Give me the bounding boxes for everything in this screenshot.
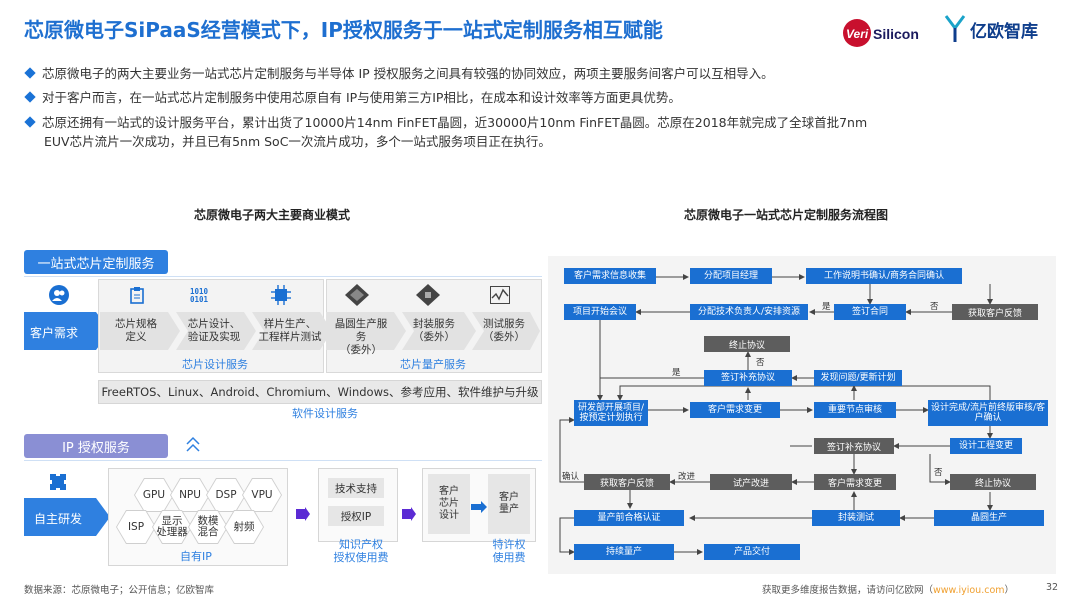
flow-node-rd-execute: 研发部开展项目/按预定计划执行: [574, 400, 648, 426]
right-chart-title: 芯原微电子一站式芯片定制服务流程图: [684, 208, 889, 222]
step-spec-definition: 芯片规格 定义: [115, 318, 157, 343]
flow-node-milestone-review: 重要节点审核: [814, 402, 896, 418]
flow-label-no: 否: [934, 468, 943, 478]
customer-need-arrow: [24, 312, 110, 350]
footer-source: 数据来源：芯原微电子；公开信息；亿欧智库: [24, 585, 215, 596]
license-ip-box: 授权IP: [328, 506, 384, 526]
flow-node-collect-requirements: 客户需求信息收集: [564, 268, 656, 284]
yiou-logo-icon: [944, 15, 966, 42]
footer-url-link[interactable]: www.iyiou.com: [933, 585, 1005, 596]
flow-label-confirm: 确认: [562, 472, 580, 482]
package-icon: [416, 284, 440, 310]
flow-node-terminate-2: 终止协议: [950, 474, 1036, 490]
purple-arrow-icon: [402, 506, 416, 525]
customer-need-label: 客户需求: [30, 326, 79, 340]
flow-label-no: 否: [930, 302, 939, 312]
step-chevrons: [100, 312, 540, 354]
svg-text:1010: 1010: [190, 287, 209, 296]
flow-node-requirement-change-1: 客户需求变更: [690, 402, 780, 418]
flow-node-find-issue: 发现问题/更新计划: [814, 370, 902, 386]
flow-node-customer-feedback-2: 获取客户反馈: [584, 474, 670, 490]
bullet-3: 芯原还拥有一站式的设计服务平台，累计出货了10000片14nm FinFET晶圆…: [24, 113, 868, 133]
bullet-1: 芯原微电子的两大主要业务一站式芯片定制服务与半导体 IP 授权服务之间具有较强的…: [24, 64, 774, 84]
bullet-text: 芯原微电子的两大主要业务一站式芯片定制服务与半导体 IP 授权服务之间具有较强的…: [42, 66, 774, 81]
svg-text:0101: 0101: [190, 295, 209, 303]
flow-node-sow-confirm: 工作说明书确认/商务合同确认: [806, 268, 962, 284]
footer-more-text: 获取更多维度报告数据，请访问亿欧网（: [762, 585, 934, 596]
yiou-logo: 亿欧智库: [944, 14, 1038, 44]
bullet-2: 对于客户而言，在一站式芯片定制服务中使用芯原自有 IP与使用第三方IP相比，在成…: [24, 88, 681, 108]
flow-node-sign-contract: 签订合同: [834, 304, 906, 320]
section-divider: [24, 460, 542, 461]
step-testing: 测试服务 （委外）: [483, 318, 525, 343]
page-title: 芯原微电子SiPaaS经营模式下，IP授权服务于一站式定制服务相互赋能: [24, 18, 663, 42]
software-stack-bar: FreeRTOS、Linux、Android、Chromium、Windows、…: [98, 380, 542, 404]
flow-label-no: 否: [756, 358, 765, 368]
person-group-icon: [48, 284, 70, 310]
page-number: 32: [1046, 582, 1059, 593]
flow-label-yes: 是: [672, 368, 681, 378]
flow-node-assign-tech-lead: 分配技术负责人/安排资源: [690, 304, 808, 320]
bullet-3-continuation: EUV芯片流片一次成功，并且已有5nm SoC一次流片成功，多个一站式服务项目正…: [44, 134, 551, 149]
software-service-label: 软件设计服务: [292, 407, 358, 420]
flow-node-design-eco: 设计工程变更: [950, 438, 1022, 454]
royalty-label: 特许权 使用费: [492, 538, 526, 564]
flow-label-improve: 改进: [678, 472, 696, 482]
flow-node-trial-improve: 试产改进: [710, 474, 792, 490]
step-design-verify: 芯片设计、 验证及实现: [187, 318, 241, 343]
self-dev-arrow: [24, 498, 110, 536]
hex-isp: ISP: [116, 510, 156, 544]
bullet-text: 芯原还拥有一站式的设计服务平台，累计出货了10000片14nm FinFET晶圆…: [42, 115, 868, 130]
customer-mass-box: 客户 量产: [488, 474, 530, 534]
arrow-right-icon: [471, 498, 487, 517]
flow-label-yes: 是: [822, 302, 831, 312]
flow-node-package-test: 封装测试: [812, 510, 900, 526]
flow-node-wafer-production: 晶圆生产: [934, 510, 1044, 526]
customer-chip-design-box: 客户 芯片 设计: [428, 474, 470, 534]
flow-node-supplement-1: 签订补充协议: [704, 370, 792, 386]
clipboard-icon: [128, 286, 146, 308]
chip-mass-service-label: 芯片量产服务: [400, 358, 466, 371]
flow-node-delivery: 产品交付: [704, 544, 800, 560]
purple-arrow-icon: [296, 506, 310, 525]
flow-node-requirement-change-2: 客户需求变更: [814, 474, 896, 490]
tech-support-box: 技术支持: [328, 478, 384, 498]
chip-design-service-label: 芯片设计服务: [182, 358, 248, 371]
section-ip-label: IP 授权服务: [24, 434, 168, 458]
flow-node-kickoff: 项目开始会议: [564, 304, 636, 320]
hex-mixed-signal: 数模 混合: [188, 510, 228, 544]
section-one-stop-label: 一站式芯片定制服务: [24, 250, 168, 274]
ip-fee-label: 知识产权 授权使用费: [333, 538, 389, 564]
verisilicon-logo-prefix: Veri: [846, 27, 869, 41]
left-chart-title: 芯原微电子两大主要商业模式: [194, 208, 351, 222]
verisilicon-logo-suffix: Silicon: [873, 26, 919, 42]
flow-node-qualification: 量产前合格认证: [574, 510, 684, 526]
chip-icon: [271, 285, 291, 309]
footer-more-info: 获取更多维度报告数据，请访问亿欧网（www.iyiou.com）: [762, 582, 1014, 596]
hex-rf: 射频: [224, 510, 264, 544]
step-packaging: 封装服务 （委外）: [413, 318, 455, 343]
puzzle-icon: [48, 472, 68, 496]
double-chevron-up-icon: [186, 436, 200, 460]
flow-node-supplement-2: 签订补充协议: [814, 438, 894, 454]
footer-more-end: ）: [1004, 585, 1015, 596]
flow-node-mass-production: 持续量产: [574, 544, 674, 560]
own-ip-label: 自有IP: [180, 550, 212, 563]
yiou-logo-text: 亿欧智库: [970, 21, 1038, 42]
hex-display-processor: 显示 处理器: [152, 510, 192, 544]
wafer-icon: [345, 284, 369, 310]
flow-node-assign-pm: 分配项目经理: [690, 268, 772, 284]
flow-node-terminate-1: 终止协议: [704, 336, 790, 352]
flow-node-customer-feedback-1: 获取客户反馈: [952, 304, 1038, 320]
bullet-text: 对于客户而言，在一站式芯片定制服务中使用芯原自有 IP与使用第三方IP相比，在成…: [42, 90, 681, 105]
verisilicon-logo: Veri Silicon: [842, 16, 938, 50]
section-divider: [24, 276, 542, 277]
self-dev-label: 自主研发: [34, 512, 83, 526]
step-wafer-production: 晶圆生产服务 （委外）: [334, 318, 388, 356]
test-chart-icon: [490, 286, 510, 308]
flow-node-final-review: 设计完成/流片前终版审核/客户确认: [928, 400, 1048, 426]
step-sample-production: 样片生产、 工程样片测试: [258, 318, 322, 343]
